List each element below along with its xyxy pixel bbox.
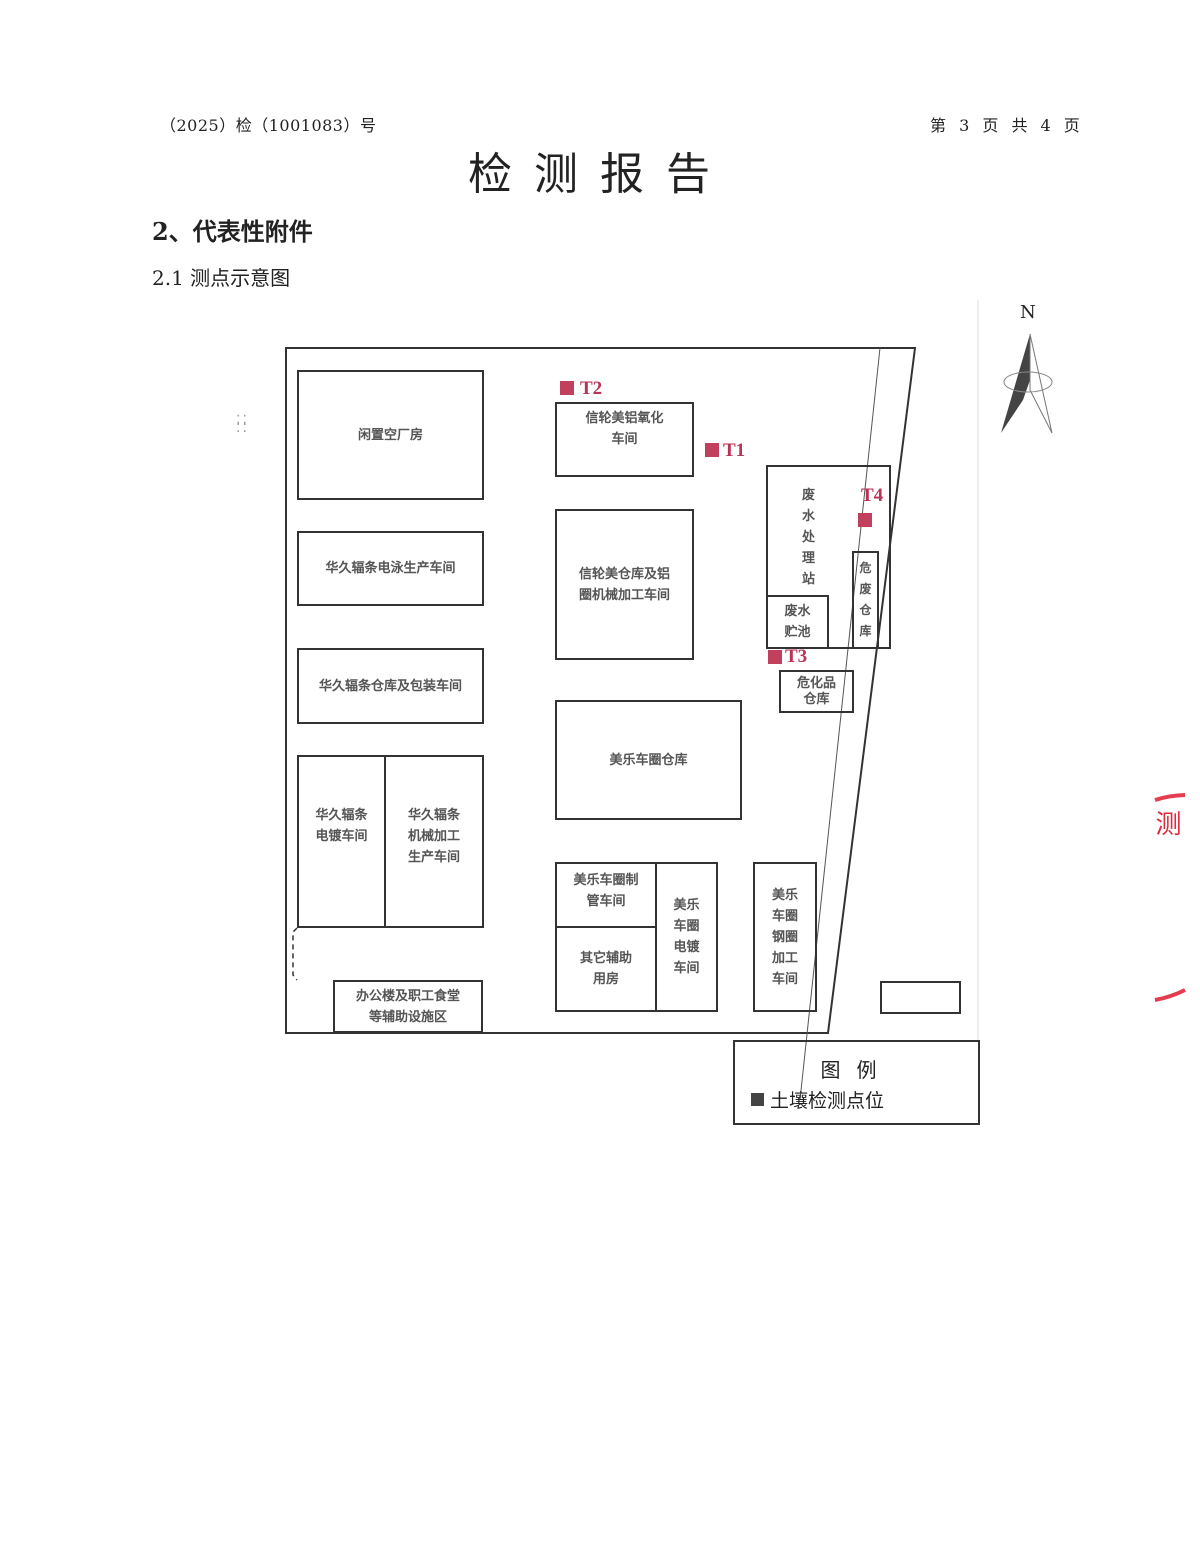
building-hazardous-waste: 危 废 仓 库 (852, 551, 879, 649)
document-number: （2025）检（1001083）号 (160, 116, 377, 135)
road-edge (799, 347, 881, 1101)
building-other-aux: 其它辅助 用房 (555, 926, 657, 1012)
building-office: 办公楼及职工食堂 等辅助设施区 (333, 980, 483, 1033)
sampling-point-marker (768, 650, 782, 664)
building-ml-tube: 美乐车圈制 管车间 (555, 862, 657, 928)
site-boundary (285, 347, 917, 1034)
small-structure (880, 981, 961, 1014)
sampling-point-marker (705, 443, 719, 457)
building-xl-oxidation: 信轮美铝氧化 车间 (555, 402, 694, 477)
sampling-point-label: T1 (723, 440, 746, 461)
drag-handle-icon[interactable]: ⁚⁚⁚⁚ (236, 413, 249, 436)
sampling-point-label: T2 (580, 378, 603, 399)
seal-text: 测 用章 (1155, 810, 1181, 896)
page-indicator: 第 3 页 共 4 页 (930, 116, 1084, 135)
building-xl-warehouse: 信轮美仓库及铝 圈机械加工车间 (555, 509, 694, 660)
legend-swatch-icon (751, 1093, 764, 1106)
building-ml-warehouse: 美乐车圈仓库 (555, 700, 742, 820)
building-ml-steel: 美乐 车圈 钢圈 加工 车间 (753, 862, 817, 1012)
report-title: 检测报告 (468, 149, 732, 200)
legend-title: 图例 (820, 1058, 893, 1082)
map-legend: 图例 土壤检测点位 (733, 1040, 980, 1125)
north-label: N (1020, 302, 1036, 323)
sampling-point-marker (560, 381, 574, 395)
building-hj-warehouse: 华久辐条仓库及包装车间 (297, 648, 484, 724)
section-heading: 2、代表性附件 (152, 217, 313, 246)
building-hj-plating: 华久辐条 电镀车间 (297, 755, 386, 928)
sampling-point-marker (858, 513, 872, 527)
legend-item-label: 土壤检测点位 (770, 1090, 885, 1112)
building-idle-factory: 闲置空厂房 (297, 370, 484, 500)
building-hazardous-chemicals: 危化品 仓库 (779, 670, 854, 713)
building-ml-plating: 美乐 车圈 电镀 车间 (655, 862, 718, 1012)
subsection-heading: 2.1 测点示意图 (152, 266, 291, 290)
building-hj-electrophoresis: 华久辐条电泳生产车间 (297, 531, 484, 606)
legend-item: 土壤检测点位 (751, 1086, 884, 1113)
sampling-point-label: T3 (785, 646, 808, 667)
sampling-point-label: T4 (861, 485, 884, 506)
building-wastewater-pool: 废水 贮池 (766, 595, 829, 649)
north-arrow-icon (1001, 333, 1053, 434)
company-seal (1154, 793, 1186, 1002)
dashed-gate (292, 927, 298, 981)
building-hj-machining: 华久辐条 机械加工 生产车间 (384, 755, 484, 928)
